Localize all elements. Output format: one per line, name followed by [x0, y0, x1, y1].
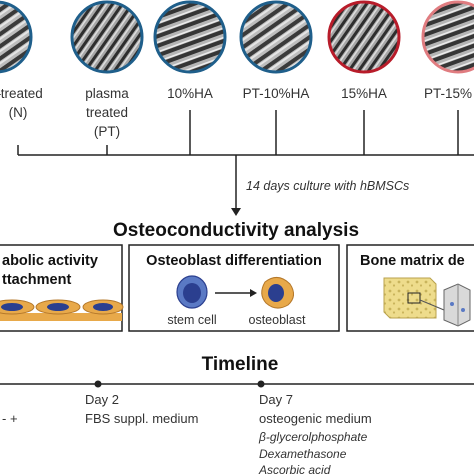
sample-label-10ha: 10%HA	[167, 86, 213, 101]
sample-label-untreated-code: (N)	[9, 105, 28, 120]
sample-label-treated: treated	[86, 105, 128, 120]
osteoblast-icon	[261, 277, 294, 309]
attached-cell-icon	[0, 299, 35, 315]
timeline-day7-label: Day 7	[259, 392, 293, 407]
right-arrow-icon	[250, 289, 257, 297]
sem-image-10ha	[153, 0, 227, 74]
timeline-day7-medium: osteogenic medium	[259, 411, 372, 426]
sem-image-pt-10ha	[239, 0, 313, 74]
sample-label-plasma: plasma	[85, 86, 129, 101]
stem-cell-label: stem cell	[167, 313, 216, 327]
timeline-marker-day2	[94, 380, 102, 388]
attached-cell-icon	[82, 299, 124, 315]
sem-ring	[421, 0, 474, 74]
panel-osteoblast-title: Osteoblast differentiation	[146, 253, 322, 269]
panel-metabolic-title: abolic activity	[2, 253, 98, 269]
sem-image-15ha	[327, 0, 401, 74]
sem-ring	[70, 0, 144, 74]
sem-ring	[0, 0, 33, 74]
bone-scaffold-icon	[383, 277, 445, 319]
culture-note: 14 days culture with hBMSCs	[246, 179, 409, 193]
osteoblast-label: osteoblast	[249, 313, 307, 327]
sample-label-pt-15ha: PT-15%	[424, 86, 472, 101]
sem-ring	[239, 0, 313, 74]
sample-label-pt-10ha: PT-10%HA	[243, 86, 310, 101]
panel-metabolic-subtitle: ttachment	[2, 272, 71, 288]
panel-bone-matrix: Bone matrix de	[346, 244, 474, 332]
panel-osteoblast-differentiation: Osteoblast differentiation stem cell ost…	[128, 244, 340, 332]
analysis-title: Osteoconductivity analysis	[113, 220, 359, 241]
sample-bracket	[17, 110, 474, 209]
sample-label-pt-code: (PT)	[94, 124, 120, 139]
sem-ring	[153, 0, 227, 74]
stem-cell-icon	[176, 275, 208, 309]
down-arrow-icon	[231, 208, 241, 216]
fiber-cylinder-icon	[443, 283, 471, 327]
sample-label-15ha: 15%HA	[341, 86, 387, 101]
sem-image-plasma-treated	[70, 0, 144, 74]
timeline-day2-medium: FBS suppl. medium	[85, 411, 198, 426]
sem-ring	[327, 0, 401, 74]
sem-image-untreated	[0, 0, 33, 74]
timeline-day7-item: β-glycerolphosphate	[258, 430, 368, 444]
timeline-title: Timeline	[202, 354, 279, 375]
timeline-start-label: - +	[2, 411, 18, 426]
panel-metabolic-activity: abolic activity ttachment	[0, 244, 124, 332]
panel-bone-title: Bone matrix de	[360, 253, 465, 269]
timeline-marker-day7	[257, 380, 265, 388]
attached-cell-icon	[35, 299, 81, 315]
timeline-day7-item: Dexamethasone	[259, 447, 347, 461]
timeline-day7-item: Ascorbic acid	[258, 463, 331, 474]
sample-label-untreated: –treated	[0, 86, 43, 101]
substrate-strip	[0, 313, 122, 321]
timeline-day2-label: Day 2	[85, 392, 119, 407]
sem-image-pt-15ha	[421, 0, 474, 74]
